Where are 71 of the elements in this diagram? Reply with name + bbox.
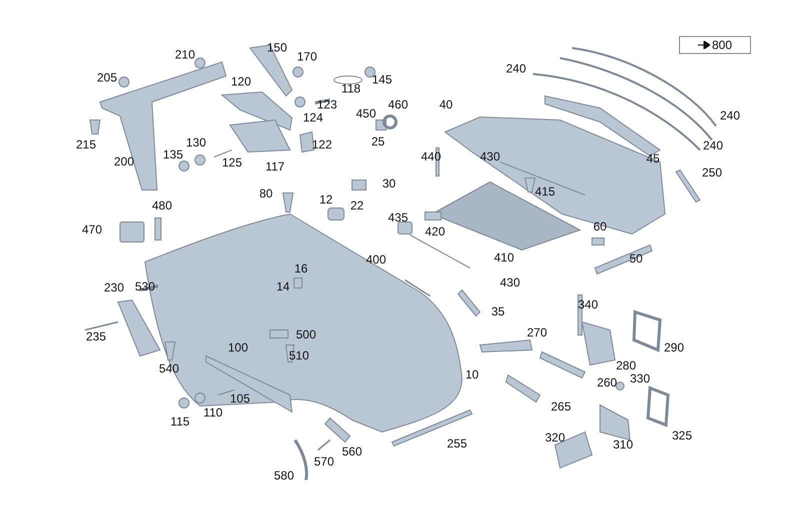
callout-number: 80: [259, 188, 273, 200]
callout-number: 122: [312, 138, 332, 152]
callout-number: 250: [702, 166, 722, 180]
callout-number: 240: [702, 140, 724, 152]
callout-number: 30: [382, 178, 396, 190]
callout-number: 530: [134, 280, 156, 294]
callout-number: 260: [596, 376, 618, 390]
callout-number: 205: [96, 72, 118, 84]
callout-number: 310: [612, 438, 634, 452]
callout-number: 235: [86, 330, 106, 344]
callout-number: 430: [500, 276, 520, 290]
callout-number: 35: [491, 306, 505, 318]
callout-number: 25: [371, 136, 385, 148]
callout-number: 145: [372, 74, 392, 86]
callout-number: 124: [302, 112, 324, 124]
callout-number: 420: [424, 226, 446, 238]
callout-number: 117: [265, 160, 285, 174]
callout-number: 100: [228, 342, 248, 354]
callout-number: 470: [82, 224, 102, 236]
callout-number: 12: [319, 194, 333, 206]
callout-number: 170: [296, 50, 318, 64]
callout-number: 240: [720, 110, 740, 122]
callout-number: 430: [480, 150, 500, 164]
callout-number: 150: [266, 42, 288, 54]
callout-number: 215: [76, 138, 96, 152]
callout-number: 230: [104, 282, 124, 294]
callout-number: 265: [550, 400, 572, 414]
callout-number: 290: [664, 342, 684, 354]
callout-number: 110: [203, 406, 223, 420]
callout-number: 330: [630, 372, 650, 386]
callout-number: 115: [170, 416, 190, 428]
callout-number: 500: [296, 328, 316, 342]
callout-number: 325: [672, 430, 692, 442]
callout-number: 570: [314, 456, 334, 468]
callout-number: 280: [616, 360, 636, 372]
callout-number: 123: [316, 98, 338, 112]
callout-number: 320: [544, 432, 566, 444]
callout-number: 125: [222, 156, 242, 170]
callout-number: 60: [593, 220, 607, 234]
callout-number: 10: [465, 368, 479, 382]
callout-number: 16: [294, 262, 308, 276]
callout-number: 118: [341, 82, 361, 96]
callout-number: 460: [388, 98, 408, 112]
callout-number: 22: [350, 200, 364, 212]
callout-number: 480: [152, 200, 172, 212]
callout-number: 105: [230, 392, 250, 406]
callout-number: 510: [288, 350, 310, 362]
callout-number: 210: [174, 48, 196, 62]
reference-box: [679, 36, 751, 54]
reference-number: 800: [712, 38, 732, 52]
callout-number: 40: [439, 98, 453, 112]
callout-number: 50: [629, 252, 643, 266]
callout-number: 45: [646, 152, 660, 166]
callout-number: 240: [506, 62, 526, 76]
callout-number: 400: [366, 254, 386, 266]
callout-number: 450: [356, 108, 376, 120]
callout-number: 200: [114, 156, 134, 168]
callout-number: 435: [388, 212, 408, 224]
callout-number: 120: [230, 76, 252, 88]
callout-number: 580: [274, 470, 294, 482]
callout-number: 135: [162, 148, 184, 162]
callout-number: 440: [420, 150, 442, 164]
callout-number: 340: [578, 298, 598, 312]
callout-number: 130: [186, 136, 206, 150]
callout-number: 560: [342, 446, 362, 458]
callout-number: 415: [534, 186, 556, 198]
callout-number: 410: [494, 252, 514, 264]
callout-number: 14: [276, 280, 290, 294]
callout-number: 255: [446, 438, 468, 450]
callout-number: 270: [526, 326, 548, 340]
callout-number: 540: [158, 362, 180, 376]
